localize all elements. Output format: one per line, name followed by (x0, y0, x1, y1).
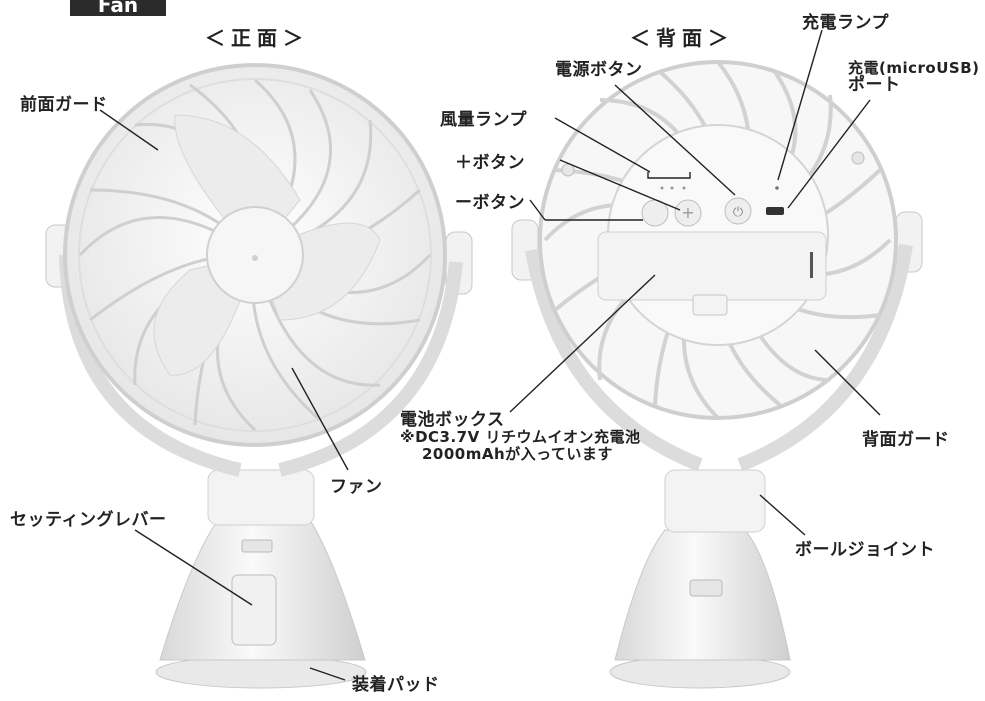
charge-lamp-shape (775, 186, 779, 190)
label-minus-button: ーボタン (455, 193, 525, 213)
header-tag: Fan (70, 0, 166, 16)
label-charge-port-line2: ポート (848, 75, 901, 95)
leader-lines (99, 29, 881, 681)
back-fan: + ⏻ (511, 60, 923, 689)
label-charge-port-line1: 充電(microUSB) (848, 59, 980, 77)
airflow-lamps (660, 186, 686, 190)
back-view-title: ＜背面＞ (630, 26, 734, 50)
svg-text:+: + (681, 203, 694, 222)
label-fan: ファン (330, 477, 383, 497)
front-fan (45, 63, 473, 689)
label-setting-lever: セッティングレバー (10, 510, 167, 530)
label-battery-box: 電池ボックス ※DC3.7V リチウムイオン充電池 2000mAhが入っています (400, 412, 640, 463)
label-ball-joint: ボールジョイント (795, 540, 935, 560)
label-power-button: 電源ボタン (555, 60, 643, 80)
svg-text:⏻: ⏻ (733, 205, 743, 220)
front-setting-lever-shape (231, 574, 277, 646)
micro-usb-port-shape (766, 207, 784, 215)
label-rear-guard: 背面ガード (862, 430, 950, 450)
label-battery-box-title: 電池ボックス (400, 410, 505, 430)
battery-box-shape (597, 231, 827, 301)
label-airflow-lamp: 風量ランプ (440, 110, 527, 130)
front-view-title: ＜正面＞ (205, 26, 309, 50)
label-front-guard: 前面ガード (20, 95, 108, 115)
front-neck (207, 469, 315, 526)
label-charge-lamp: 充電ランプ (802, 13, 889, 33)
front-mount-pad-shape (155, 655, 367, 689)
label-battery-note-1: ※DC3.7V リチウムイオン充電池 (400, 428, 641, 446)
label-mount-pad: 装着パッド (352, 675, 440, 695)
label-plus-button: ＋ボタン (455, 153, 525, 173)
power-button-shape (724, 197, 752, 225)
back-ball-joint-shape (664, 469, 766, 533)
plus-button-shape (674, 199, 702, 227)
label-charge-port: 充電(microUSB) ポート (848, 60, 980, 94)
label-battery-note-2: 2000mAhが入っています (422, 445, 613, 463)
